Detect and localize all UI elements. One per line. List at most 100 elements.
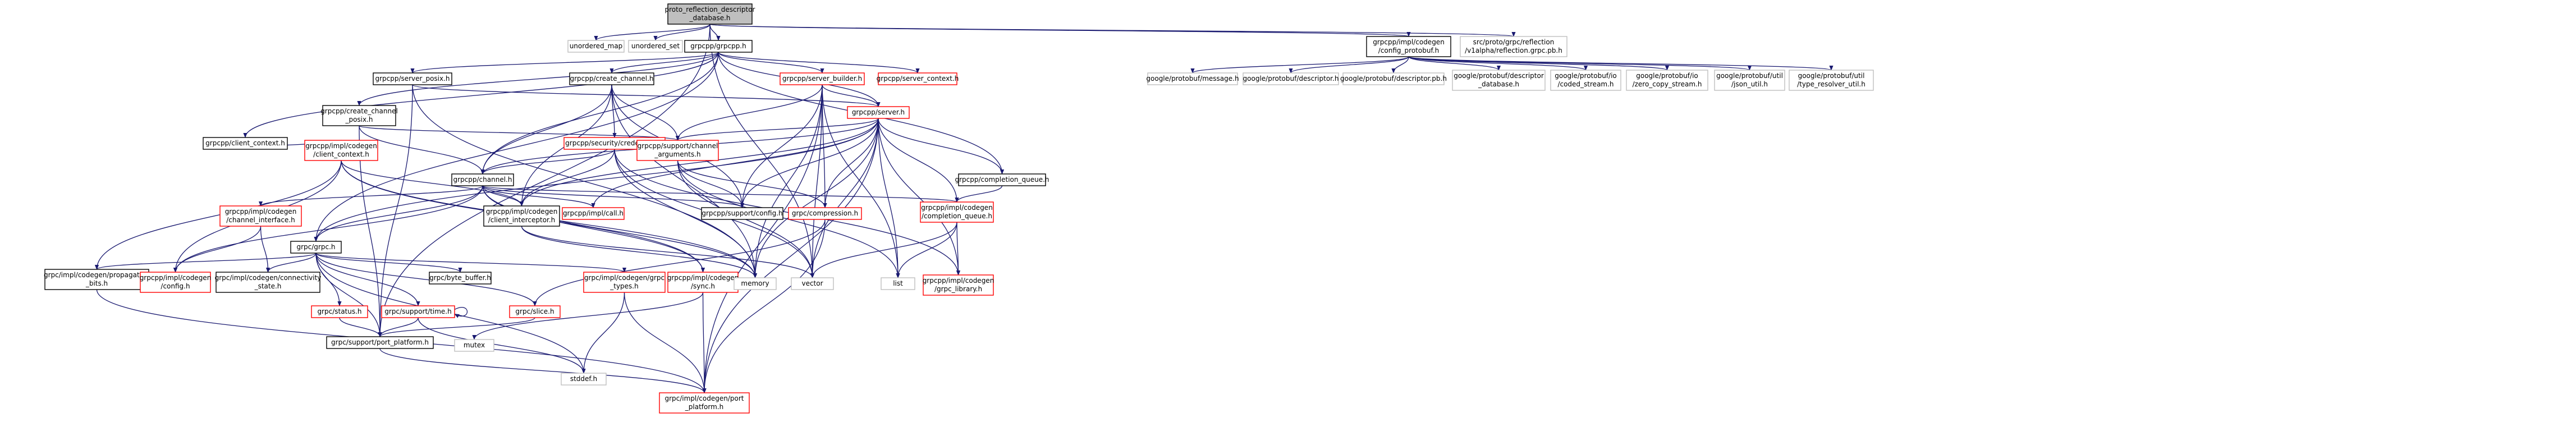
edge-server-to-codegencq [878, 118, 959, 203]
node-label-channel-line-0: grpcpp/channel.h [453, 176, 512, 184]
node-serverbuilder[interactable]: grpcpp/server_builder.h [780, 72, 865, 85]
node-label-codegenport-line-1: _platform.h [685, 403, 723, 411]
edge-root-to-uset [653, 24, 711, 41]
node-label-chanargs-line-1: _arguments.h [654, 150, 700, 158]
edge-chaniface-to-codegenconfig [173, 226, 262, 273]
node-chaniface[interactable]: grpcpp/impl/codegen/channel_interface.h [219, 205, 302, 227]
edge-chaniface-to-connectivity [260, 226, 271, 273]
edge-codegencq-to-grpclibrary [956, 222, 961, 276]
node-box-bytebuffer [429, 272, 492, 285]
node-box-connectivity [216, 272, 320, 293]
node-bytebuffer[interactable]: grpc/byte_buffer.h [429, 272, 492, 285]
node-label-codegencq-line-1: /completion_queue.h [922, 212, 992, 220]
node-serverctx[interactable]: grpcpp/server_context.h [877, 72, 959, 85]
edge-createchanposix-to-channel [359, 125, 485, 175]
edge-suptime-to-stddef [418, 317, 586, 374]
edge-root-to-srcproto [709, 24, 1515, 37]
node-serverposix[interactable]: grpcpp/server_posix.h [373, 72, 452, 85]
node-createchanposix[interactable]: grpcpp/create_channel_posix.h [320, 105, 398, 126]
node-memory: memory [734, 277, 777, 290]
node-label-srcproto-line-0: src/proto/grpc/reflection [1473, 38, 1555, 46]
node-gpcoded: google/protobuf/io/coded_stream.h [1550, 70, 1621, 91]
node-box-gpdescpb [1342, 72, 1445, 85]
node-supconfig[interactable]: grpcpp/support/config.h [701, 207, 783, 220]
node-box-chanargs [636, 140, 719, 161]
node-label-serverbuilder-line-0: grpcpp/server_builder.h [782, 75, 862, 82]
edge-root-to-grpcpp [709, 24, 721, 41]
node-label-vector-line-0: vector [801, 279, 823, 287]
node-box-gpmsg [1147, 72, 1238, 85]
node-label-slice-line-0: grpc/slice.h [515, 308, 554, 315]
node-label-memory-line-0: memory [741, 279, 769, 287]
node-channel[interactable]: grpcpp/channel.h [451, 173, 514, 186]
node-box-memory [734, 277, 777, 290]
edge-grpch-to-portplatform [315, 253, 382, 337]
node-createchan[interactable]: grpcpp/create_channel.h [569, 72, 654, 85]
node-propagation[interactable]: grpc/impl/codegen/propagation_bits.h [44, 269, 150, 290]
edge-sync-to-mutex [472, 292, 704, 340]
edge-server-to-list [878, 118, 900, 278]
node-box-compression [788, 207, 862, 220]
node-codegencq[interactable]: grpcpp/impl/codegen/completion_queue.h [920, 201, 994, 223]
node-box-grpctypes [583, 272, 666, 293]
edge-serverbuilder-to-supconfig [740, 84, 823, 208]
node-label-createchanposix-line-0: grpcpp/create_channel [320, 107, 398, 115]
node-label-serverposix-line-0: grpcpp/server_posix.h [375, 75, 450, 82]
node-box-cfgproto [1366, 36, 1451, 57]
node-label-codegencq-line-0: grpcpp/impl/codegen [921, 204, 993, 212]
node-grpclibrary[interactable]: grpcpp/impl/codegen/grpc_library.h [923, 274, 994, 296]
node-label-suptime-line-0: grpc/support/time.h [384, 308, 451, 315]
node-box-server [847, 106, 910, 119]
node-compression[interactable]: grpc/compression.h [788, 207, 862, 220]
node-box-gpzero [1626, 70, 1708, 91]
node-cfgproto[interactable]: grpcpp/impl/codegen/config_protobuf.h [1366, 36, 1451, 57]
node-slice[interactable]: grpc/slice.h [509, 305, 561, 318]
node-chanargs[interactable]: grpcpp/support/channel_arguments.h [636, 140, 719, 161]
node-portplatform[interactable]: grpc/support/port_platform.h [326, 336, 434, 349]
node-cq[interactable]: grpcpp/completion_queue.h [955, 173, 1049, 186]
node-clientinterceptor[interactable]: grpcpp/impl/codegen/client_interceptor.h [483, 205, 560, 227]
node-uset: unordered_set [628, 40, 683, 53]
edge-chanargs-to-supconfig [677, 160, 745, 208]
edge-grpcpp-to-serverbuilder [718, 52, 824, 74]
node-suptime[interactable]: grpc/support/time.h [381, 305, 455, 318]
edge-grpch-to-connectivity [265, 253, 317, 273]
node-box-serverposix [373, 72, 452, 85]
node-status[interactable]: grpc/status.h [311, 305, 368, 318]
edge-grpcpp-to-createchan [609, 52, 719, 74]
node-stddef: stddef.h [561, 373, 607, 386]
node-grpctypes[interactable]: grpc/impl/codegen/grpc_types.h [583, 272, 666, 293]
node-label-cfgproto-line-0: grpcpp/impl/codegen [1373, 38, 1445, 46]
node-codegenconfig[interactable]: grpcpp/impl/codegen/config.h [140, 272, 212, 293]
edge-grpcpp-to-serverctx [718, 52, 920, 74]
node-codegenport[interactable]: grpc/impl/codegen/port_platform.h [659, 392, 750, 414]
node-codegenclientctx[interactable]: grpcpp/impl/codegen/client_context.h [304, 140, 378, 161]
node-sync[interactable]: grpcpp/impl/codegen/sync.h [667, 272, 739, 293]
node-clientctx[interactable]: grpcpp/client_context.h [203, 137, 288, 150]
node-umap: unordered_map [567, 40, 625, 53]
node-grpcpp[interactable]: grpcpp/grpcpp.h [684, 40, 753, 53]
edge-codegenclientctx-to-clientinterceptor [341, 160, 524, 207]
edge-grpch-to-suptime [315, 253, 420, 306]
node-label-createchan-line-0: grpcpp/create_channel.h [570, 75, 653, 82]
edge-root-to-umap [594, 24, 711, 41]
node-box-codegenconfig [140, 272, 211, 293]
edge-server-to-grpch [314, 118, 879, 242]
edge-status-to-portplatform [339, 317, 382, 337]
node-box-clientctx [203, 137, 288, 150]
edge-serverbuilder-to-codegenport [702, 84, 823, 393]
edge-codegencq-to-list [896, 222, 957, 278]
edge-server-to-chanargs [676, 118, 879, 141]
node-gpdescdb: google/protobuf/descriptor_database.h [1452, 70, 1546, 91]
node-grpch[interactable]: grpc/grpc.h [290, 241, 342, 254]
edge-compression-to-codegenport [702, 219, 826, 393]
node-label-connectivity-line-0: grpc/impl/codegen/connectivity [215, 274, 322, 282]
node-server[interactable]: grpcpp/server.h [847, 106, 910, 119]
node-label-gpzero-line-1: /zero_copy_stream.h [1633, 80, 1702, 88]
node-label-codegenclientctx-line-1: /client_context.h [313, 150, 369, 158]
node-label-clientinterceptor-line-0: grpcpp/impl/codegen [486, 208, 558, 215]
edge-security-to-clientinterceptor [519, 149, 615, 207]
node-call[interactable]: grpcpp/impl/call.h [562, 207, 625, 220]
node-connectivity[interactable]: grpc/impl/codegen/connectivity_state.h [215, 272, 322, 293]
edge-grpctypes-to-codegenport [624, 292, 707, 393]
